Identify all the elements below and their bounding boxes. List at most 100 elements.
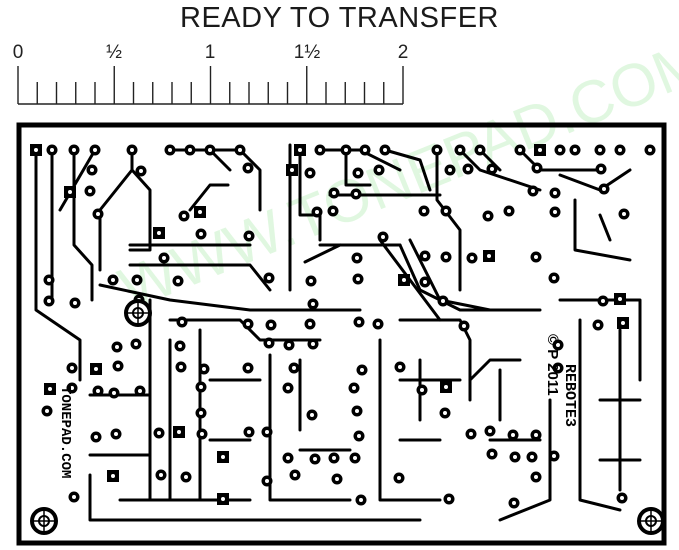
pad-hole xyxy=(178,344,182,348)
pad-hole xyxy=(398,365,402,369)
pad-hole xyxy=(177,430,181,434)
pad-hole xyxy=(221,455,225,459)
pad-hole xyxy=(286,456,290,460)
board-outline xyxy=(16,122,667,546)
pad-hole xyxy=(265,430,269,434)
pad-hole xyxy=(48,387,52,391)
copper-trace xyxy=(383,148,432,192)
pad-hole xyxy=(246,366,250,370)
pad-hole xyxy=(355,256,359,260)
pad-hole xyxy=(556,343,560,347)
pad-hole xyxy=(458,148,462,152)
pad-hole xyxy=(134,342,138,346)
pad-hole xyxy=(447,497,451,501)
pad-hole xyxy=(490,452,494,456)
pad-hole xyxy=(535,166,539,170)
pad-hole xyxy=(90,168,94,172)
pad-hole xyxy=(331,209,335,213)
pad-hole xyxy=(176,279,180,283)
pad-hole xyxy=(138,389,142,393)
pad-hole xyxy=(47,278,51,282)
pad-hole xyxy=(462,324,466,328)
pad-hole xyxy=(247,430,251,434)
pad-hole xyxy=(618,148,622,152)
pad-hole xyxy=(159,473,163,477)
pad-hole xyxy=(247,234,251,238)
pad-hole xyxy=(469,432,473,436)
pad-hole xyxy=(94,435,98,439)
pad-hole xyxy=(553,191,557,195)
pad-hole xyxy=(267,276,271,280)
pad-hole xyxy=(135,278,139,282)
pad-hole xyxy=(88,189,92,193)
pad-hole xyxy=(332,191,336,195)
pad-hole xyxy=(70,386,74,390)
pad-hole xyxy=(553,210,557,214)
pad-hole xyxy=(182,214,186,218)
pad-hole xyxy=(422,209,426,213)
copper-trace xyxy=(573,198,632,262)
pad-hole xyxy=(246,166,250,170)
pad-hole xyxy=(556,366,560,370)
pad-hole xyxy=(531,189,535,193)
pad-hole xyxy=(335,477,339,481)
pad-hole xyxy=(47,299,51,303)
pad-hole xyxy=(199,232,203,236)
pad-hole xyxy=(352,386,356,390)
copper-trace xyxy=(598,213,612,242)
pad-hole xyxy=(111,474,115,478)
pad-hole xyxy=(599,167,603,171)
pad-hole xyxy=(308,171,312,175)
pad-hole xyxy=(443,411,447,415)
pad-hole xyxy=(68,190,72,194)
pad-hole xyxy=(50,148,54,152)
pad-hole xyxy=(530,455,534,459)
pad-hole xyxy=(267,341,271,345)
pad-hole xyxy=(286,386,290,390)
pad-hole xyxy=(198,210,202,214)
pad-hole xyxy=(184,475,188,479)
copper-traces xyxy=(34,143,642,522)
pad-hole xyxy=(490,167,494,171)
pad-hole xyxy=(488,429,492,433)
copper-trace xyxy=(188,183,230,212)
pad-hole xyxy=(444,255,448,259)
pad-hole xyxy=(620,496,624,500)
pad-hole xyxy=(534,433,538,437)
pad-hole xyxy=(487,254,491,258)
pad-hole xyxy=(72,148,76,152)
copper-trace xyxy=(188,148,262,212)
pad-hole xyxy=(313,457,317,461)
copper-trace xyxy=(298,148,322,242)
pad-hole xyxy=(602,187,606,191)
pad-hole xyxy=(332,456,336,460)
pad-hole xyxy=(72,495,76,499)
pad-hole xyxy=(598,148,602,152)
ruler-label-0: 0 xyxy=(13,42,24,63)
pad-hole xyxy=(93,148,97,152)
pad-hole xyxy=(534,475,538,479)
pad-hole xyxy=(287,343,291,347)
copper-trace xyxy=(168,148,232,172)
pad-hole xyxy=(444,209,448,213)
copper-trace xyxy=(128,168,152,252)
copper-trace xyxy=(34,148,82,382)
copper-trace xyxy=(88,473,422,522)
scale-ruler: 0 ½ 1 1½ 2 xyxy=(13,42,408,105)
pad-hole xyxy=(116,364,120,368)
copper-trace xyxy=(98,148,134,272)
pad-hole xyxy=(157,231,161,235)
pad-hole xyxy=(357,320,361,324)
copper-trace xyxy=(128,263,272,292)
copper-trace xyxy=(398,318,472,402)
pad-hole xyxy=(360,368,364,372)
pad-hole xyxy=(376,322,380,326)
project-label: REBOTE3 xyxy=(561,364,578,427)
pad-hole xyxy=(293,473,297,477)
pad-hole xyxy=(70,366,74,370)
copper-trace xyxy=(303,243,342,264)
copper-trace xyxy=(498,398,552,522)
pad-hole xyxy=(470,256,474,260)
pad-hole xyxy=(552,454,556,458)
